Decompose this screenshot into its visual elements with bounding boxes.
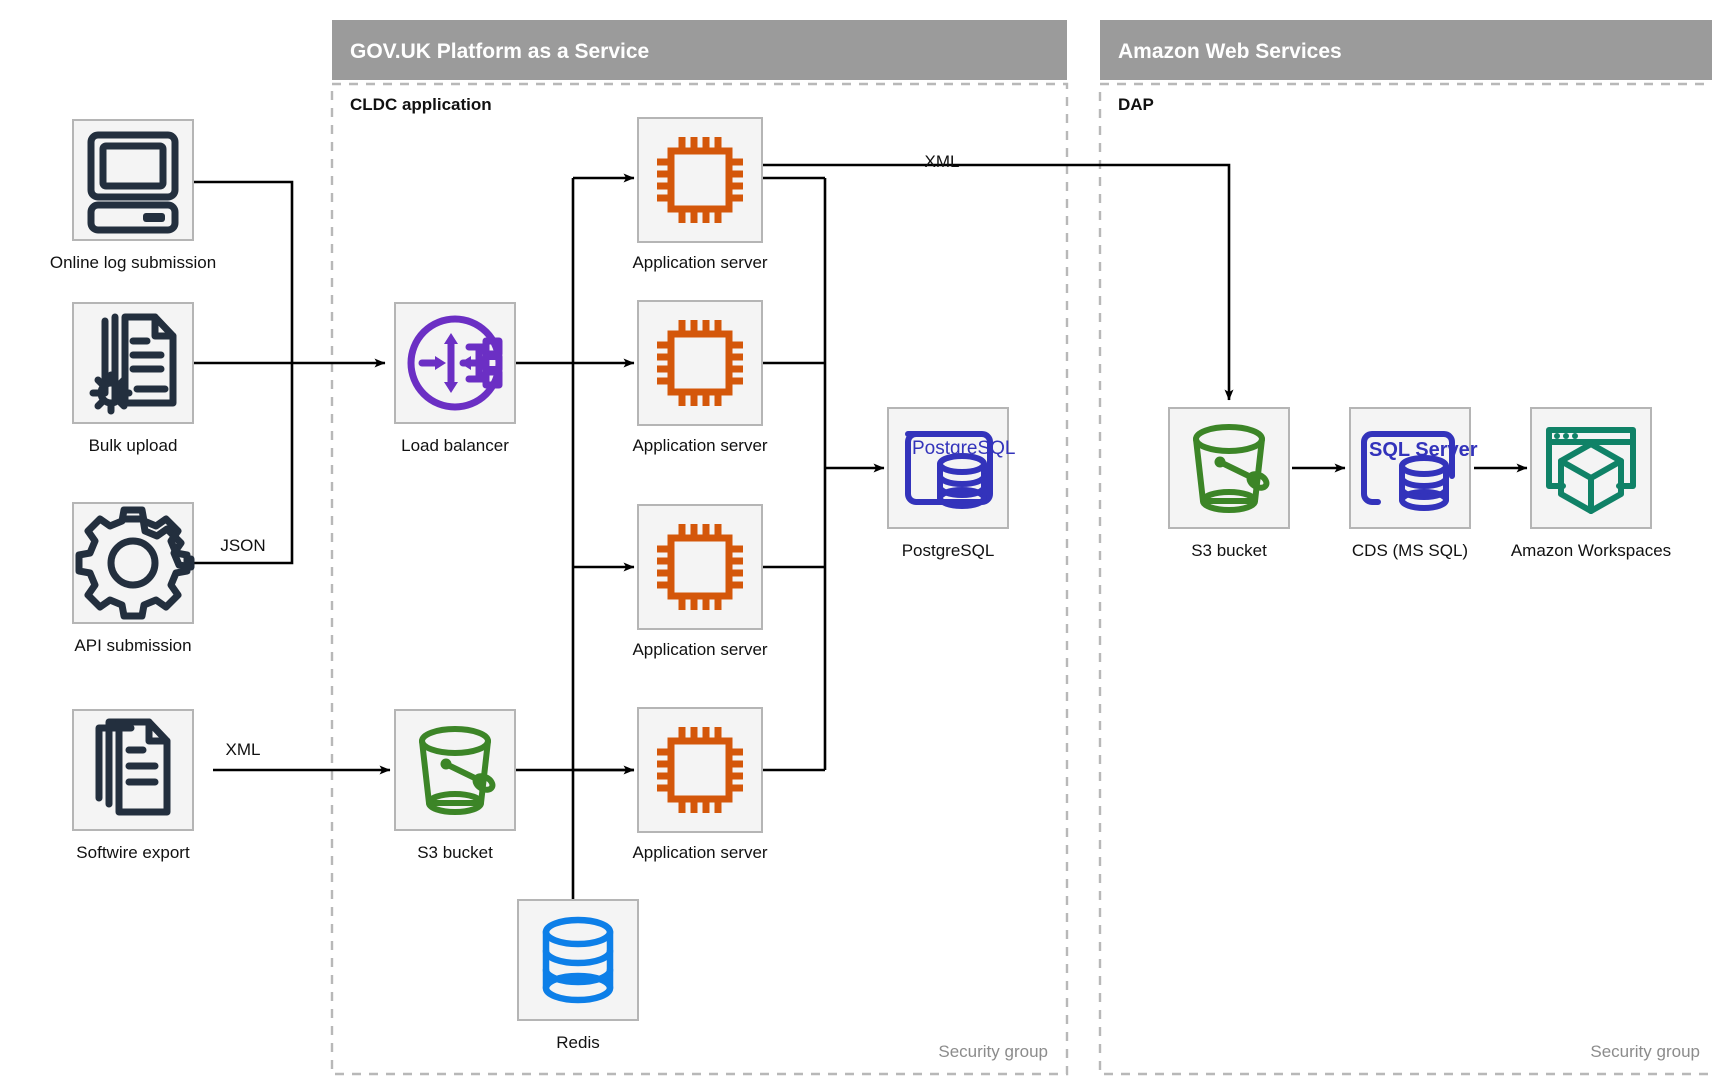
node-postgresql[interactable]: PostgreSQL PostgreSQL [887, 407, 1016, 560]
s3-bucket-paas-label: S3 bucket [417, 843, 493, 862]
bulk-upload-label: Bulk upload [89, 436, 178, 455]
node-s3-bucket-paas[interactable]: S3 bucket [394, 709, 516, 862]
edge-api-to-bus [192, 363, 294, 565]
documents-stack-icon [95, 718, 171, 816]
application-server-3-label: Application server [632, 640, 767, 659]
node-cds-ms-sql[interactable]: SQL Server CDS (MS SQL) [1349, 407, 1478, 560]
load-balancer-label: Load balancer [401, 436, 509, 455]
api-submission-label: API submission [74, 636, 191, 655]
cds-ms-sql-label: CDS (MS SQL) [1352, 541, 1468, 560]
online-log-submission-label: Online log submission [50, 253, 216, 272]
s3-bucket-icon [1193, 424, 1270, 513]
gear-icon [75, 506, 195, 620]
paas-dashed-boundary [330, 82, 1069, 1076]
node-application-server-1[interactable]: Application server [632, 117, 768, 272]
load-balancer-icon [407, 315, 503, 411]
node-load-balancer[interactable]: Load balancer [394, 302, 516, 455]
edge-label-json: JSON [220, 536, 265, 555]
softwire-export-label: Softwire export [76, 843, 190, 862]
edge-xml-to-aws-s3 [762, 163, 1234, 401]
postgresql-label: PostgreSQL [902, 541, 995, 560]
database-cylinder-icon [542, 916, 614, 1004]
edge-label-xml-softwire: XML [226, 740, 261, 759]
node-amazon-workspaces[interactable]: Amazon Workspaces [1511, 407, 1671, 560]
node-redis[interactable]: Redis [517, 899, 639, 1052]
node-softwire-export[interactable]: Softwire export [72, 709, 194, 862]
node-bulk-upload[interactable]: Bulk upload [72, 302, 194, 455]
application-server-3-box[interactable] [637, 504, 763, 630]
edge-online-log-to-bus [192, 180, 294, 363]
cpu-chip-icon [657, 320, 743, 406]
node-application-server-3[interactable]: Application server [632, 504, 768, 659]
node-api-submission[interactable]: API submission [72, 502, 195, 655]
cldc-application-label: CLDC application [350, 95, 492, 114]
cpu-chip-icon [657, 137, 743, 223]
sql-server-icon-text: SQL Server [1369, 439, 1478, 461]
aws-security-group-label: Security group [1590, 1042, 1700, 1061]
postgresql-icon: PostgreSQL [905, 431, 1016, 509]
amazon-workspaces-icon [1546, 427, 1636, 514]
paas-header-band [332, 20, 1067, 80]
application-server-4-box[interactable] [637, 707, 763, 833]
node-application-server-2[interactable]: Application server [632, 300, 768, 455]
connector-layer [192, 163, 1528, 900]
application-server-4-label: Application server [632, 843, 767, 862]
edge-label-xml-to-s3: XML [925, 152, 960, 171]
load-balancer-box[interactable] [394, 302, 516, 424]
paas-security-group-label: Security group [938, 1042, 1048, 1061]
node-online-log-submission[interactable]: Online log submission [50, 119, 216, 272]
application-server-2-box[interactable] [637, 300, 763, 426]
dap-label: DAP [1118, 95, 1154, 114]
node-application-server-4[interactable]: Application server [632, 707, 768, 862]
sql-server-icon: SQL Server [1361, 431, 1478, 511]
aws-header-band [1100, 20, 1712, 80]
redis-label: Redis [556, 1033, 599, 1052]
node-s3-bucket-aws[interactable]: S3 bucket [1168, 407, 1290, 560]
desktop-computer-icon [87, 131, 179, 234]
cpu-chip-icon [657, 727, 743, 813]
aws-header-title: Amazon Web Services [1118, 40, 1342, 63]
application-server-1-box[interactable] [637, 117, 763, 243]
application-server-1-label: Application server [632, 253, 767, 272]
cpu-chip-icon [657, 524, 743, 610]
amazon-workspaces-label: Amazon Workspaces [1511, 541, 1671, 560]
application-server-2-label: Application server [632, 436, 767, 455]
s3-bucket-icon [419, 726, 496, 815]
s3-bucket-aws-label: S3 bucket [1191, 541, 1267, 560]
aws-dashed-boundary [1098, 82, 1712, 1076]
document-gear-icon [89, 313, 177, 415]
paas-header-title: GOV.UK Platform as a Service [350, 40, 649, 63]
postgresql-icon-text: PostgreSQL [912, 438, 1016, 459]
